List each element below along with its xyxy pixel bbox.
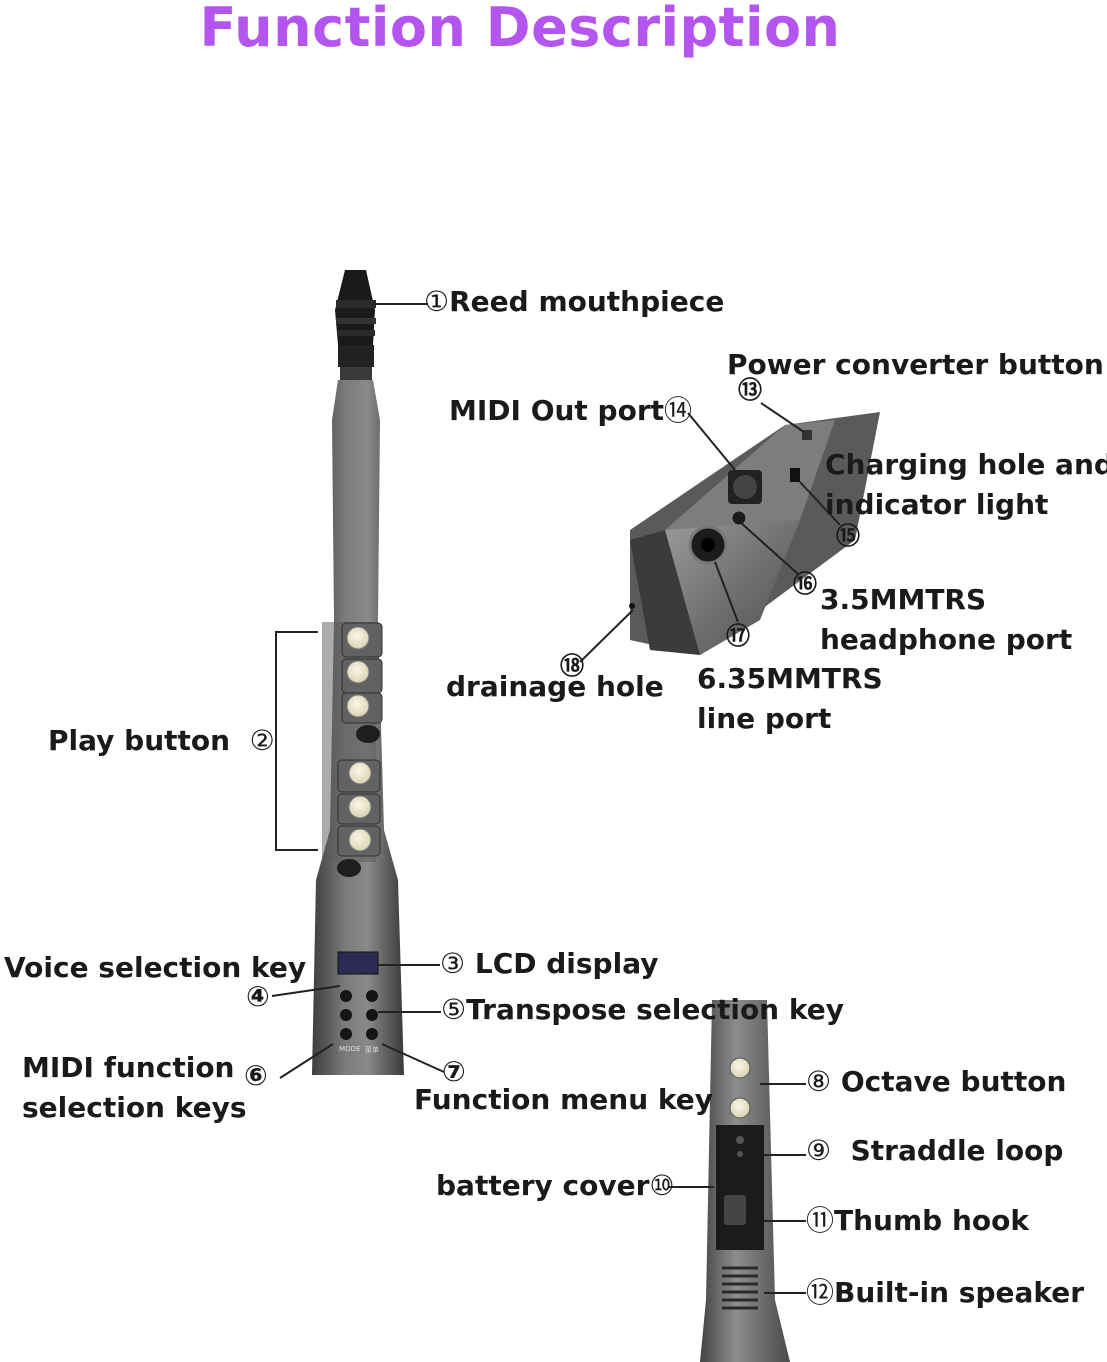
label-straddle-loop: ⑨ Straddle loop [806, 1137, 1063, 1165]
label-text: Thumb hook [834, 1204, 1029, 1237]
lcd-screen [337, 951, 379, 975]
label-lcd-display: ③ LCD display [440, 950, 658, 978]
callout-10: ⑩ [649, 1169, 675, 1202]
label-battery-cover: battery cover⑩ [436, 1172, 675, 1200]
callout-9: ⑨ [806, 1134, 832, 1167]
callout-11: ⑪ [806, 1204, 835, 1237]
label-reed-mouthpiece: ①Reed mouthpiece [424, 288, 724, 316]
label-drainage-hole: drainage hole [446, 670, 664, 703]
callout-18: ⑱ [560, 652, 584, 680]
label-thumb-hook: ⑪Thumb hook [806, 1207, 1029, 1235]
callout-16: ⑯ [793, 570, 817, 598]
callout-15: ⑮ [836, 522, 860, 550]
port-end-inset [629, 412, 880, 655]
label-midi-out-port: MIDI Out port⑭ [449, 397, 692, 425]
callout-8: ⑧ [806, 1065, 832, 1098]
menu-key-legend: 菜单 [365, 1046, 379, 1054]
label-text: Reed mouthpiece [449, 285, 725, 318]
callout-4: ④ [246, 980, 270, 1013]
label-line-port: 6.35MMTRS line port [697, 662, 883, 735]
callout-2: ② [249, 724, 275, 757]
callout-14: ⑭ [664, 394, 693, 427]
label-text: Straddle loop [850, 1134, 1064, 1167]
label-text: battery cover [436, 1169, 650, 1202]
label-text: LCD display [474, 947, 659, 980]
callout-13: ⑬ [738, 376, 762, 404]
label-text: Play button [48, 724, 231, 757]
callout-3: ③ [440, 947, 466, 980]
label-voice-selection-key: Voice selection key [4, 954, 306, 982]
label-text: Transpose selection key [466, 993, 844, 1026]
label-play-button: Play button ② [48, 727, 275, 755]
label-text: Octave button [840, 1065, 1067, 1098]
label-transpose-selection-key: ⑤Transpose selection key [441, 996, 844, 1024]
label-octave-button: ⑧ Octave button [806, 1068, 1066, 1096]
callout-17: ⑰ [726, 622, 750, 650]
label-function-menu-key: Function menu key [414, 1083, 713, 1116]
callout-1: ① [424, 285, 450, 318]
label-text: MIDI Out port [449, 394, 665, 427]
callout-5: ⑤ [441, 993, 467, 1026]
label-midi-function-selection-keys: MIDI function selection keys [22, 1051, 247, 1124]
play-keys [337, 622, 383, 877]
mode-key-legend: MODE [339, 1045, 361, 1053]
label-built-in-speaker: ⑫Built-in speaker [806, 1279, 1084, 1307]
bottom-section-inset [700, 1000, 790, 1362]
callout-7: ⑦ [442, 1055, 466, 1088]
label-charging-hole-indicator-light: Charging hole and indicator light [825, 448, 1107, 521]
mouthpiece [335, 270, 376, 381]
main-body [312, 380, 404, 1075]
function-keys [340, 990, 378, 1040]
label-power-converter-button: Power converter button [727, 348, 1104, 381]
label-text: Voice selection key [4, 951, 307, 984]
label-headphone-port: 3.5MMTRS headphone port [820, 583, 1073, 656]
page-title: Function Description [199, 0, 841, 59]
callout-12: ⑫ [806, 1276, 835, 1309]
label-text: Built-in speaker [834, 1276, 1085, 1309]
callout-6: ⑥ [244, 1059, 268, 1092]
